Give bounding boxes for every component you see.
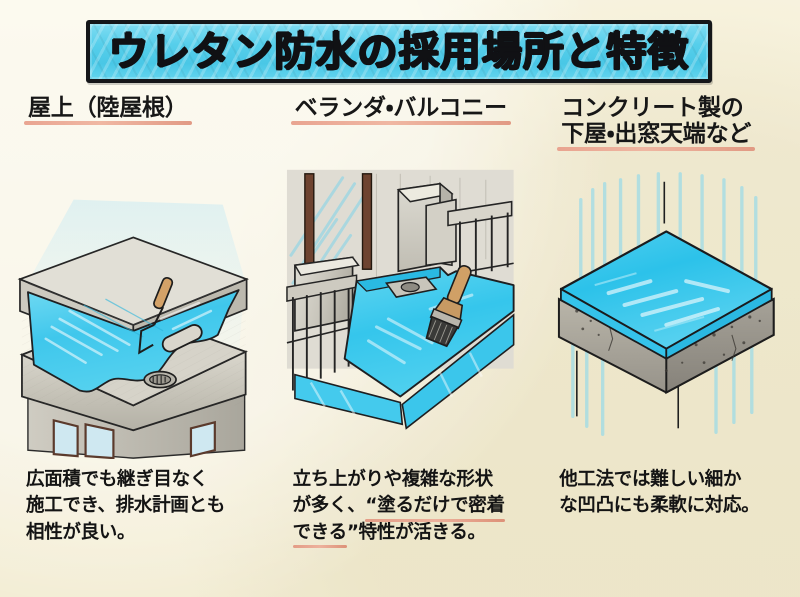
- column-concrete-parts: コンクリート製の 下屋・出窓天端など: [533, 95, 800, 595]
- concrete-slab-svg: [558, 172, 775, 436]
- heading-line: 下屋・出窓天端など: [557, 120, 756, 151]
- caption-line: 他工法では難しい細か: [559, 469, 742, 490]
- column-caption-concrete-parts: 他工法では難しい細か な凹凸にも柔軟に対応。: [547, 467, 786, 520]
- heading-line: ベランダ・バルコニー: [290, 95, 512, 125]
- column-heading-rooftop: 屋上（陸屋根）: [14, 95, 253, 157]
- heading-line: 屋上（陸屋根）: [24, 95, 192, 125]
- column-rooftop: 屋上（陸屋根）: [0, 95, 267, 595]
- flat-roof-roller-illustration: [14, 159, 253, 459]
- caption-line: 施工でき、排水計画とも: [26, 495, 225, 517]
- caption-line: 相性が良い。: [26, 521, 136, 543]
- column-caption-rooftop: 広面積でも継ぎ目なく 施工でき、排水計画とも 相性が良い。: [14, 467, 253, 546]
- caption-line: できる”特性が活きる。: [292, 520, 520, 549]
- caption-line: が多く、“塗るだけで密着: [293, 493, 520, 522]
- floor-drain-icon: [143, 370, 177, 389]
- page-title: ウレタン防水の採用場所と特徴: [108, 28, 690, 75]
- caption-line: 広面積でも継ぎ目なく: [26, 469, 209, 490]
- balcony-brush-illustration: [281, 159, 520, 459]
- caption-line: な凹凸にも柔軟に対応。: [559, 495, 760, 517]
- flat-roof-svg: [17, 199, 249, 459]
- columns-container: 屋上（陸屋根）: [0, 95, 800, 595]
- balustrade-left: [285, 256, 360, 391]
- column-heading-concrete-parts: コンクリート製の 下屋・出窓天端など: [547, 95, 786, 157]
- title-banner: ウレタン防水の採用場所と特徴: [86, 20, 712, 83]
- heading-line: コンクリート製の: [561, 95, 744, 121]
- caption-underlined-phrase: “塗るだけで密着: [365, 493, 505, 522]
- column-balcony: ベランダ・バルコニー: [267, 95, 534, 595]
- caption-line: 立ち上がりや複雑な形状: [292, 469, 494, 490]
- concrete-slab-illustration: [547, 159, 786, 459]
- column-caption-balcony: 立ち上がりや複雑な形状 が多く、“塗るだけで密着 できる”特性が活きる。: [281, 467, 520, 549]
- column-heading-balcony: ベランダ・バルコニー: [281, 95, 520, 157]
- balcony-svg: [285, 169, 515, 430]
- caption-underlined-phrase: できる: [292, 520, 347, 549]
